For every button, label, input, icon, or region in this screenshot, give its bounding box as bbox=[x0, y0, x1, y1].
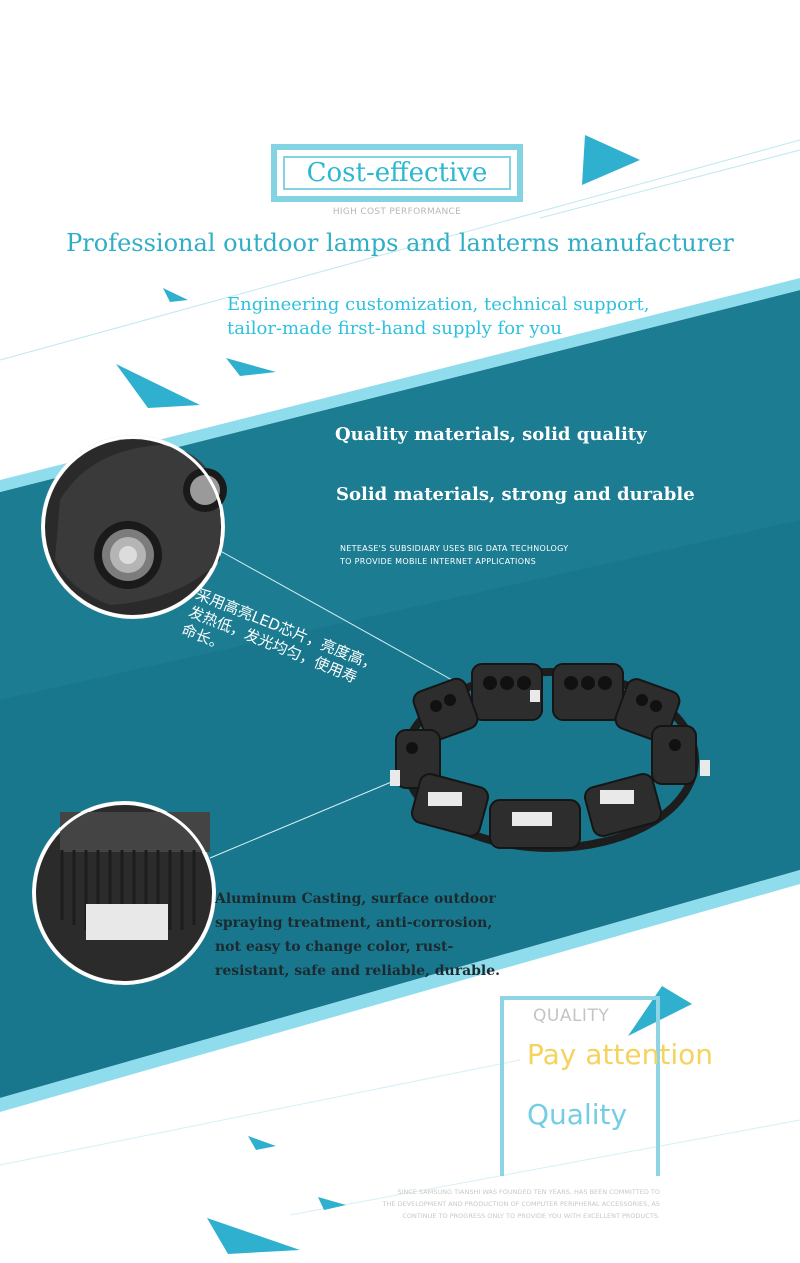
quality-materials-text: Quality materials, solid quality bbox=[335, 424, 647, 445]
since-line-1: SINCE SAMSUNG TIANSHI WAS FOUNDED TEN YE… bbox=[397, 1188, 660, 1196]
aluminum-line-4: resistant, safe and reliable, durable. bbox=[215, 963, 501, 979]
quality-label: QUALITY bbox=[533, 1006, 610, 1026]
badge-title: Cost-effective bbox=[306, 158, 488, 188]
engineering-line-1: Engineering customization, technical sup… bbox=[227, 294, 650, 315]
since-line-3: CONTINUE TO PROGRESS ONLY TO PROVIDE YOU… bbox=[402, 1212, 660, 1220]
netease-line-1: NETEASE'S SUBSIDIARY USES BIG DATA TECHN… bbox=[340, 544, 569, 553]
led-closeup-circle bbox=[41, 435, 227, 619]
thin-line-3 bbox=[0, 1059, 521, 1166]
aluminum-line-2: spraying treatment, anti-corrosion, bbox=[215, 915, 493, 931]
quality-word: Quality bbox=[527, 1098, 628, 1131]
solid-materials-text: Solid materials, strong and durable bbox=[336, 484, 695, 505]
triangle-deco bbox=[207, 1218, 300, 1254]
thin-line-2 bbox=[539, 149, 800, 219]
triangle-deco bbox=[163, 288, 188, 302]
bottom-edge-strip bbox=[0, 870, 800, 1112]
badge-subtitle: HIGH COST PERFORMANCE bbox=[332, 207, 462, 217]
callout-line bbox=[209, 769, 421, 859]
badge-inner-border bbox=[283, 156, 511, 190]
engineering-line-2: tailor-made first-hand supply for you bbox=[227, 318, 562, 339]
lamp-ring-product bbox=[390, 663, 710, 852]
casing-closeup-circle bbox=[32, 801, 216, 985]
triangle-deco bbox=[248, 1136, 276, 1150]
since-line-2: THE DEVELOPMENT AND PRODUCTION OF COMPUT… bbox=[382, 1200, 660, 1208]
pay-attention-text: Pay attention bbox=[527, 1038, 713, 1071]
aluminum-line-1: Aluminum Casting, surface outdoor bbox=[215, 891, 496, 907]
triangle-deco bbox=[628, 986, 692, 1036]
thin-line-4 bbox=[289, 1119, 800, 1216]
callout-line bbox=[214, 547, 471, 691]
thin-line-1 bbox=[0, 139, 800, 361]
triangle-deco bbox=[116, 364, 200, 408]
aluminum-line-3: not easy to change color, rust- bbox=[215, 939, 454, 955]
netease-line-2: TO PROVIDE MOBILE INTERNET APPLICATIONS bbox=[340, 557, 536, 566]
quality-frame bbox=[500, 996, 660, 1176]
triangle-deco bbox=[226, 358, 276, 376]
aluminum-casting-description: Aluminum Casting, surface outdoor sprayi… bbox=[215, 887, 500, 983]
top-edge-strip bbox=[0, 278, 800, 492]
triangle-deco bbox=[318, 1197, 346, 1210]
company-statement: SINCE SAMSUNG TIANSHI WAS FOUNDED TEN YE… bbox=[340, 1186, 660, 1222]
cost-effective-badge: Cost-effective bbox=[271, 144, 523, 202]
triangle-deco bbox=[582, 135, 640, 185]
page-headline: Professional outdoor lamps and lanterns … bbox=[66, 229, 734, 257]
